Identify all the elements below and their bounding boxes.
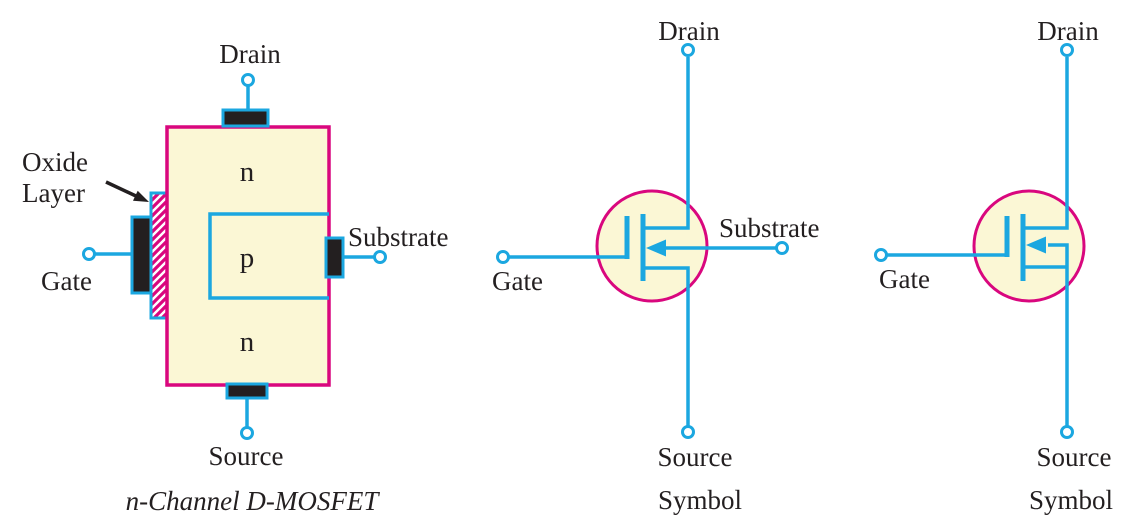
oxide-layer-label-line2: Layer: [22, 178, 85, 208]
p-well-outline: [208, 212, 329, 300]
oxide-annotation-arrowhead-icon: [133, 190, 149, 202]
symbol-source-terminal: [681, 425, 695, 439]
symbol-drain-terminal: [681, 43, 695, 57]
symbol2-drain-terminal: [1060, 43, 1074, 57]
structure-gate-label: Gate: [41, 266, 92, 296]
structure-source-label: Source: [209, 441, 284, 471]
source-terminal: [240, 426, 254, 440]
symbol-with-substrate-diagram: Drain Gate Substrate Source Symbol: [492, 16, 820, 515]
structure-drain-label: Drain: [219, 39, 281, 69]
symbol2-source-label: Source: [1037, 442, 1112, 472]
p-region-label: p: [240, 242, 255, 274]
drain-contact: [221, 108, 270, 128]
symbol2-drain-label: Drain: [1037, 16, 1099, 46]
symbol2-source-lead: [1048, 243, 1069, 426]
oxide-layer-hatch: [149, 191, 169, 320]
oxide-layer-label-line1: Oxide: [22, 147, 88, 177]
symbol2-gate-terminal: [874, 248, 888, 262]
source-contact: [225, 382, 269, 400]
gate-terminal: [82, 247, 96, 261]
symbol2-drain-lead: [1025, 57, 1069, 230]
symbol-substrate-label: Substrate: [719, 213, 820, 243]
symbol-source-lead: [645, 266, 690, 426]
n-region-bottom-label: n: [240, 326, 255, 358]
symbol-gate-terminal: [496, 250, 510, 264]
symbol-substrate-terminal: [775, 241, 789, 255]
symbol2-gate-label: Gate: [879, 264, 930, 294]
mosfet-structure-diagram: Drain Oxide Layer Gate Substrate Source …: [22, 39, 449, 516]
structure-substrate-label: Substrate: [348, 222, 449, 252]
symbol2-source-terminal: [1060, 425, 1074, 439]
symbol-caption: Symbol: [658, 485, 742, 515]
semiconductor-body: [165, 125, 331, 387]
oxide-annotation-arrow-line: [105, 180, 138, 199]
symbol-gate-label: Gate: [492, 266, 543, 296]
symbol2-caption: Symbol: [1029, 485, 1113, 515]
n-region-top-label: n: [240, 156, 255, 188]
substrate-contact: [324, 236, 345, 279]
symbol2-substrate-arrowhead-icon: [1026, 236, 1046, 254]
drain-terminal: [241, 73, 255, 87]
gate-contact: [130, 215, 153, 295]
symbol-drain-lead: [645, 57, 690, 230]
symbol-source-label: Source: [658, 442, 733, 472]
substrate-terminal: [373, 250, 387, 264]
structure-caption: n-Channel D-MOSFET: [126, 486, 381, 516]
substrate-arrowhead-icon: [646, 239, 666, 257]
symbol-drain-label: Drain: [658, 16, 720, 46]
symbol-internal-substrate-diagram: Drain Gate Source Symbol: [874, 16, 1113, 515]
